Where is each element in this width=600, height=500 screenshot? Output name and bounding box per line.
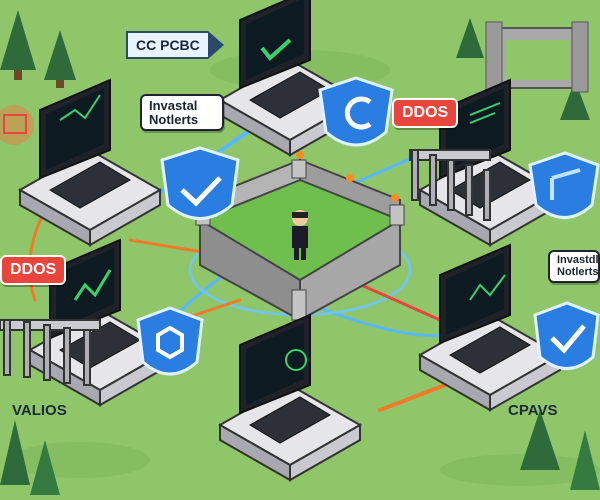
top-banner-text: CC PCBC	[126, 31, 208, 59]
hexagon-shield-icon	[136, 306, 204, 376]
shield-c-icon	[318, 76, 394, 147]
top-banner-arrow: CC PCBC	[126, 30, 224, 60]
ddos-alert-left: DDOS	[0, 255, 67, 285]
fence-icon	[0, 149, 491, 386]
bottom-right-label: CPAVS	[508, 402, 558, 419]
callout-top-left: Invastal Notlerts	[140, 94, 224, 132]
workstation-mid-right	[419, 244, 561, 411]
guard-figure	[292, 210, 308, 260]
ddos-alert-upper: DDOS	[392, 98, 459, 128]
workstation-right	[419, 79, 561, 246]
central-fortress	[195, 151, 405, 322]
workstation-left	[19, 79, 161, 246]
pine-tree-icon	[0, 10, 600, 495]
workstation-mid-left	[29, 239, 171, 406]
workstation-bottom	[219, 314, 361, 481]
distant-castle-icon	[485, 21, 589, 93]
shield-check-icon	[160, 146, 240, 220]
shield-check-icon	[528, 151, 600, 219]
bottom-left-label: VALIOS	[12, 402, 67, 419]
callout-right: Invastdly Notlerts	[548, 250, 600, 284]
castle-icon	[0, 105, 34, 145]
shield-check-icon	[533, 301, 600, 370]
arrow-right-icon	[207, 31, 224, 59]
workstation-top	[219, 0, 361, 156]
